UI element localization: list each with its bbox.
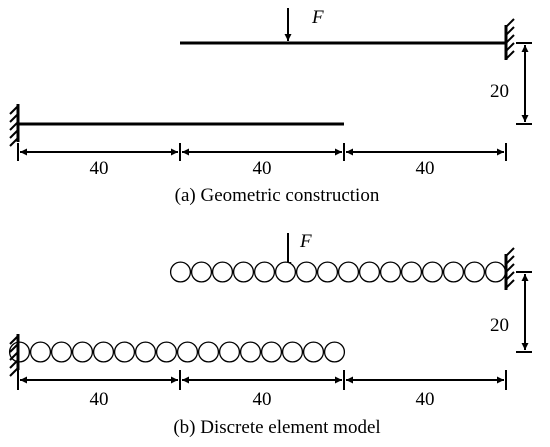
particle (337, 261, 360, 283)
dimension-label-3-b: 40 (416, 389, 435, 410)
particle (421, 261, 444, 283)
gap-dimension-label: 20 (490, 81, 509, 102)
dimension-label-3: 40 (416, 158, 435, 179)
particle (155, 341, 178, 363)
particle (29, 341, 52, 363)
particle (379, 261, 402, 283)
particle (253, 261, 276, 283)
particle (211, 261, 234, 283)
right-fixed-support-b (504, 247, 515, 290)
particle (281, 341, 304, 363)
particle (295, 261, 318, 283)
lower-particle-chain (8, 341, 346, 363)
particle (134, 341, 157, 363)
force-label: F (311, 7, 324, 28)
dimension-label-2: 40 (253, 158, 272, 179)
horizontal-dimension-chain (17, 143, 507, 161)
particle (239, 341, 262, 363)
caption-a: (a) Geometric construction (175, 185, 380, 206)
dimension-label-1-b: 40 (90, 389, 109, 410)
left-fixed-support-b (9, 334, 20, 377)
particle (50, 341, 73, 363)
particle (169, 261, 192, 283)
particle (197, 341, 220, 363)
particle (260, 341, 283, 363)
particle (71, 341, 94, 363)
particle (218, 341, 241, 363)
horizontal-dimension-chain-b (17, 370, 507, 390)
particle (274, 261, 297, 283)
dimension-label-2-b: 40 (253, 389, 272, 410)
force-label-b: F (299, 231, 312, 252)
gap-dimension-label-b: 20 (490, 315, 509, 336)
particle (113, 341, 136, 363)
particle (302, 341, 325, 363)
particle (400, 261, 423, 283)
particle (442, 261, 465, 283)
particle (190, 261, 213, 283)
particle (323, 341, 346, 363)
dimension-label-1: 40 (90, 158, 109, 179)
particle (358, 261, 381, 283)
particle (484, 261, 507, 283)
particle (463, 261, 486, 283)
panel-b: F 20 (8, 231, 532, 438)
caption-b: (b) Discrete element model (173, 417, 380, 438)
gap-dimension (516, 42, 532, 125)
particle (316, 261, 339, 283)
panel-a: F 20 40 40 40 (9, 7, 532, 206)
right-fixed-support (504, 18, 515, 60)
particle (176, 341, 199, 363)
particle (232, 261, 255, 283)
gap-dimension-b (516, 271, 532, 353)
particle (92, 341, 115, 363)
left-fixed-support (9, 104, 20, 147)
upper-particle-chain (169, 261, 507, 283)
